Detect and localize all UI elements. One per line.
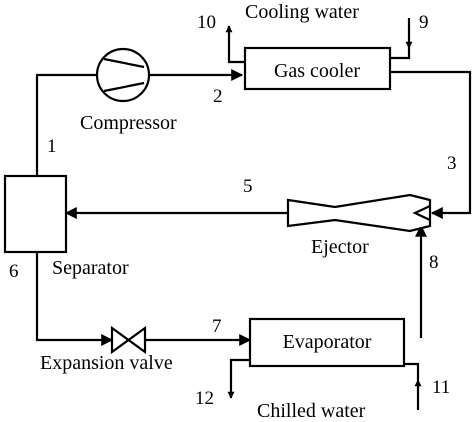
separator-label: Separator [52,257,129,279]
cooling-water-inlet-connect [390,48,411,60]
gas-cooler-box [243,46,392,91]
evaporator-label: Evaporator [283,331,372,353]
state-point-3: 3 [447,153,457,174]
expansion-valve-label: Expansion valve [40,352,173,374]
separator-box [3,174,68,254]
evaporator-box [248,317,406,368]
state-point-12: 12 [195,388,214,409]
state-point-9: 9 [419,12,429,33]
chilled-water-label: Chilled water [257,400,366,422]
compressor-icon [95,47,151,103]
state-point-5: 5 [243,176,253,197]
cooling-water-label: Cooling water [245,1,359,23]
state-point-11: 11 [432,377,450,398]
expansion-valve-icon [110,325,147,355]
pipe-separator-to-expansion-valve [35,252,114,346]
chilled-water-outlet-line [227,358,250,399]
state-point-7: 7 [212,316,222,337]
compressor-label: Compressor [80,112,177,134]
ejector-label: Ejector [311,236,369,258]
chilled-water-inlet-connect [404,362,420,380]
gas-cooler-label: Gas cooler [274,60,360,82]
pipe-separator-to-compressor [35,73,96,176]
pipe-gas-cooler-to-ejector [390,70,472,219]
state-point-6: 6 [9,261,19,282]
state-point-1: 1 [47,136,57,157]
cooling-water-outlet-line [225,25,245,64]
state-point-2: 2 [213,86,223,107]
state-point-10: 10 [197,12,216,33]
ejector-icon [286,193,432,233]
state-point-8: 8 [429,252,439,273]
